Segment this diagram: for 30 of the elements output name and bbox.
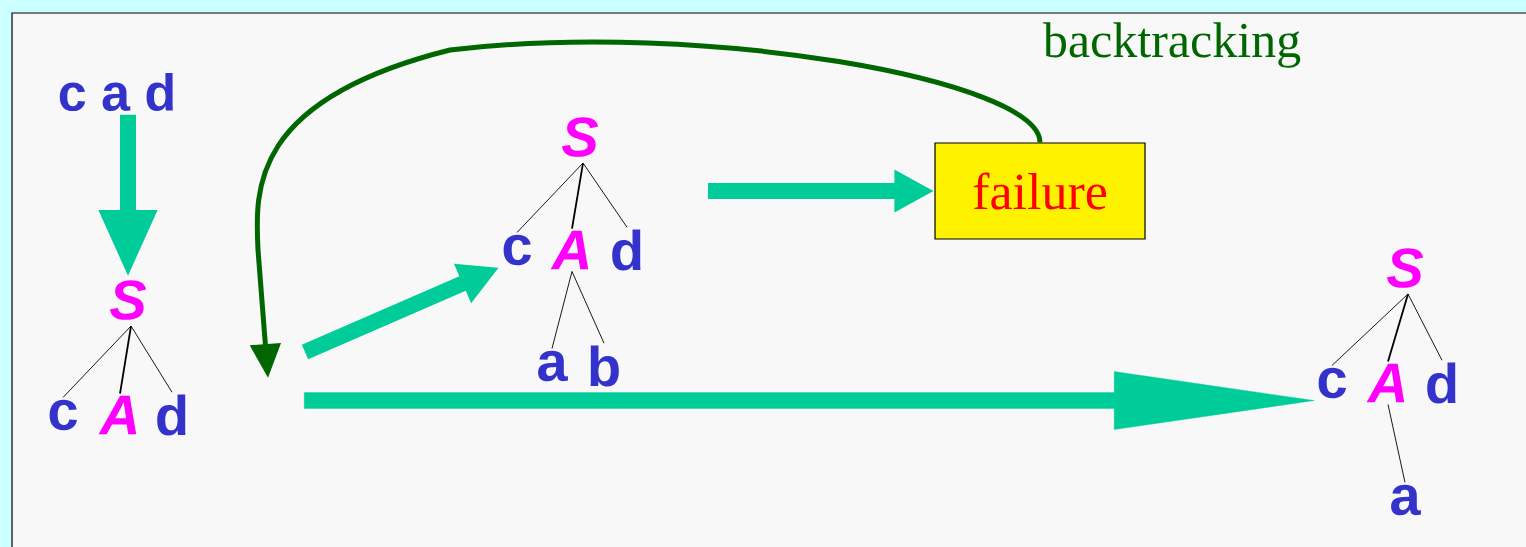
tree-line	[1387, 293, 1409, 363]
nonterminal-symbol: S	[562, 117, 599, 157]
tree-line	[582, 162, 628, 228]
tree-line	[1331, 293, 1409, 366]
failure-box: failure	[934, 142, 1146, 240]
nonterminal-symbol: A	[1366, 363, 1405, 403]
tree-line	[571, 271, 605, 344]
terminal-symbol: c	[1318, 367, 1346, 399]
nonterminal-symbol: S	[1387, 248, 1424, 288]
tree-line	[1387, 404, 1406, 483]
terminal-symbol: a	[1391, 484, 1421, 516]
input-string: c a d	[59, 72, 173, 112]
terminal-symbol: c	[49, 399, 77, 431]
tree-line	[571, 162, 584, 230]
tree-line	[1407, 293, 1443, 361]
tree-line	[516, 162, 584, 233]
tree-line	[551, 271, 573, 349]
terminal-symbol: d	[1427, 362, 1456, 404]
tree-line	[130, 325, 173, 393]
terminal-symbol: a	[538, 350, 568, 382]
nonterminal-symbol: A	[550, 230, 589, 270]
edge-label: backtracking	[1041, 21, 1303, 69]
nonterminal-symbol: S	[110, 280, 147, 320]
terminal-symbol: d	[612, 229, 641, 271]
nonterminal-symbol: A	[98, 395, 137, 435]
terminal-symbol: c	[503, 234, 531, 266]
terminal-symbol: d	[157, 394, 186, 436]
tree-line	[119, 325, 132, 395]
tree-line	[62, 325, 132, 398]
terminal-symbol: b	[590, 345, 619, 387]
